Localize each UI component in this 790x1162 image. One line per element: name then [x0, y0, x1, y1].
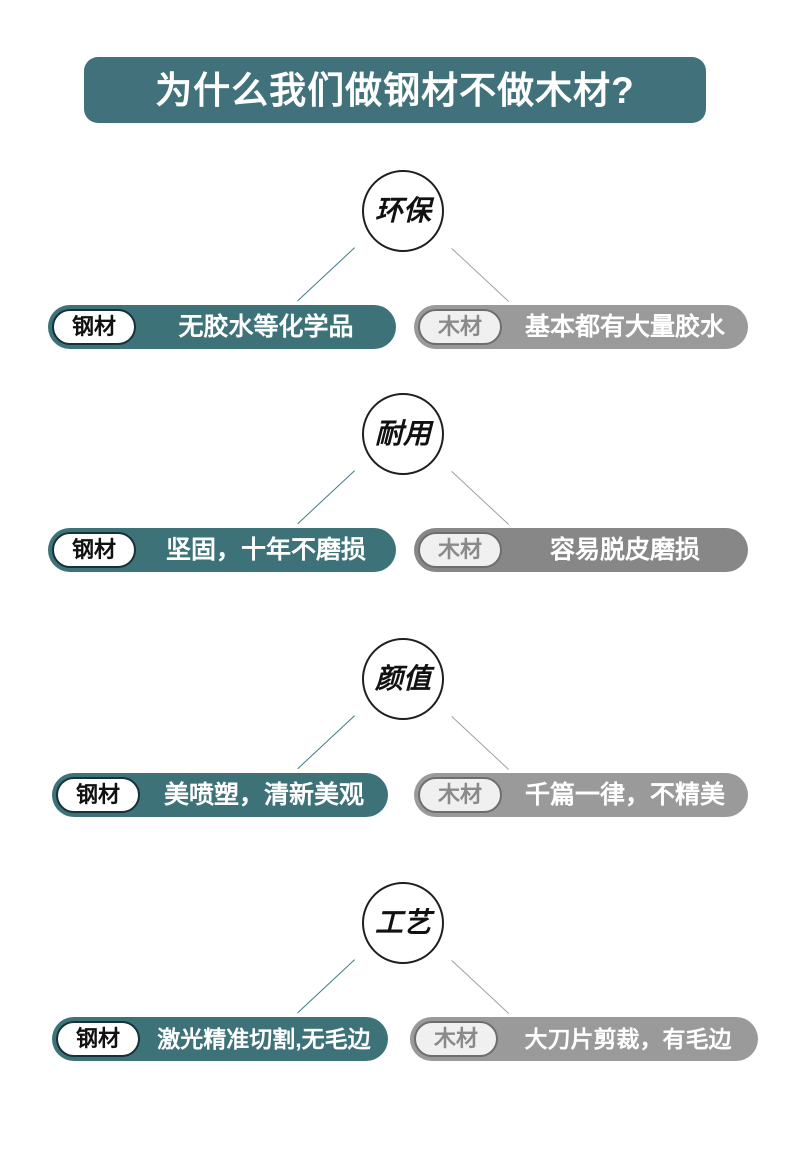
connector-line-right-2	[451, 471, 510, 525]
steel-description-3: 美喷塑，清新美观	[163, 780, 364, 809]
category-circle-2: 耐用	[362, 393, 444, 475]
connector-line-right-4	[451, 960, 510, 1014]
wood-description-3: 千篇一律，不精美	[524, 780, 725, 809]
connector-line-left-1	[297, 247, 355, 302]
wood-pill-1: 木材 基本都有大量胶水	[414, 305, 748, 349]
category-label: 工艺	[374, 907, 431, 938]
steel-badge-label: 钢材	[71, 314, 116, 339]
steel-pill-4: 钢材 激光精准切割,无毛边	[52, 1017, 388, 1061]
steel-badge-3: 钢材	[56, 777, 140, 813]
comparison-row-2: 耐用 钢材 坚固，十年不磨损 木材 容易脱皮磨损	[0, 393, 790, 623]
wood-badge-1: 木材	[418, 309, 502, 345]
wood-description-1: 基本都有大量胶水	[524, 312, 725, 341]
connector-line-left-2	[297, 470, 355, 525]
steel-description-1: 无胶水等化学品	[178, 312, 354, 341]
wood-badge-2: 木材	[418, 532, 502, 568]
wood-badge-label: 木材	[437, 537, 482, 562]
steel-badge-label: 钢材	[71, 537, 116, 562]
header-banner: 为什么我们做钢材不做木材?	[84, 57, 706, 123]
wood-description-4: 大刀片剪裁，有毛边	[524, 1025, 732, 1052]
comparison-row-1: 环保 钢材 无胶水等化学品 木材 基本都有大量胶水	[0, 170, 790, 400]
category-circle-1: 环保	[362, 170, 444, 252]
wood-description-2: 容易脱皮磨损	[549, 535, 700, 564]
wood-pill-4: 木材 大刀片剪裁，有毛边	[410, 1017, 758, 1061]
wood-badge-label: 木材	[433, 1026, 478, 1051]
category-circle-3: 颜值	[362, 638, 444, 720]
steel-badge-1: 钢材	[52, 309, 136, 345]
wood-pill-2: 木材 容易脱皮磨损	[414, 528, 748, 572]
page-title: 为什么我们做钢材不做木材?	[155, 69, 635, 111]
category-circle-4: 工艺	[362, 882, 444, 964]
category-label: 环保	[374, 195, 431, 226]
connector-line-right-1	[451, 248, 510, 302]
comparison-row-3: 颜值 钢材 美喷塑，清新美观 木材 千篇一律，不精美	[0, 638, 790, 868]
category-label: 颜值	[374, 663, 431, 694]
steel-description-4: 激光精准切割,无毛边	[157, 1025, 371, 1052]
wood-pill-3: 木材 千篇一律，不精美	[414, 773, 748, 817]
comparison-row-4: 工艺 钢材 激光精准切割,无毛边 木材 大刀片剪裁，有毛边	[0, 882, 790, 1112]
steel-pill-2: 钢材 坚固，十年不磨损	[48, 528, 396, 572]
category-label: 耐用	[374, 418, 431, 449]
steel-badge-4: 钢材	[56, 1021, 140, 1057]
steel-badge-label: 钢材	[75, 782, 120, 807]
steel-description-2: 坚固，十年不磨损	[165, 535, 366, 564]
wood-badge-label: 木材	[437, 314, 482, 339]
wood-badge-4: 木材	[414, 1021, 498, 1057]
connector-line-right-3	[451, 716, 510, 770]
steel-pill-3: 钢材 美喷塑，清新美观	[52, 773, 388, 817]
steel-pill-1: 钢材 无胶水等化学品	[48, 305, 396, 349]
connector-line-left-4	[297, 959, 355, 1014]
steel-badge-label: 钢材	[75, 1026, 120, 1051]
steel-badge-2: 钢材	[52, 532, 136, 568]
wood-badge-label: 木材	[437, 782, 482, 807]
connector-line-left-3	[297, 715, 355, 770]
wood-badge-3: 木材	[418, 777, 502, 813]
